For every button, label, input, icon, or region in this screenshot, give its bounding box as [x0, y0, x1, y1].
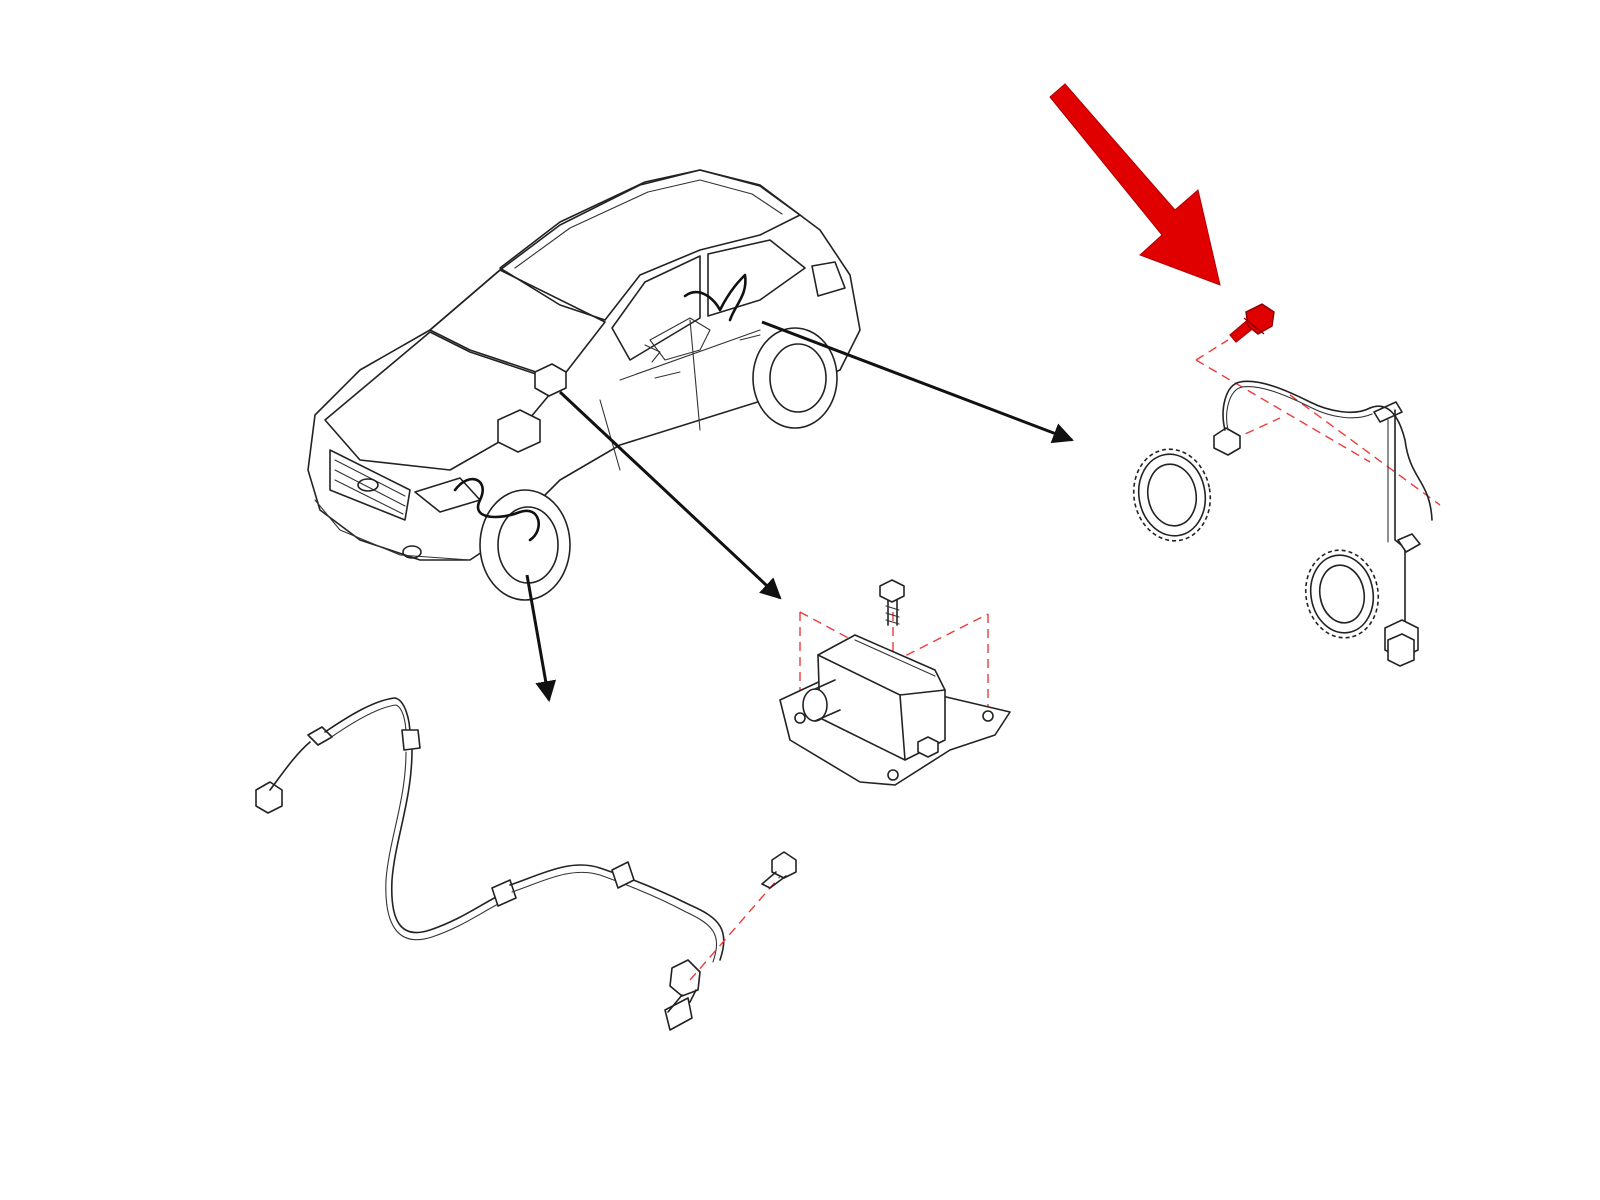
- front-wheel-sensor-icon: [255, 697, 797, 1031]
- sensor-rotor-icon: [1304, 549, 1380, 639]
- rear-wheel-sensor-icon: [1195, 339, 1441, 667]
- actuator-unit-icon: [779, 579, 1011, 786]
- pointer-to-rear-sensor: [761, 320, 1074, 444]
- pointer-arrows: [525, 320, 1074, 703]
- sensor-rotor-icon: [1132, 448, 1212, 542]
- red-arrow-icon: [1049, 83, 1221, 286]
- vehicle-icon: [307, 169, 861, 601]
- pointer-to-actuator: [558, 390, 782, 600]
- bolt-icon[interactable]: [1229, 303, 1275, 343]
- pointer-to-front-sensor: [525, 574, 557, 703]
